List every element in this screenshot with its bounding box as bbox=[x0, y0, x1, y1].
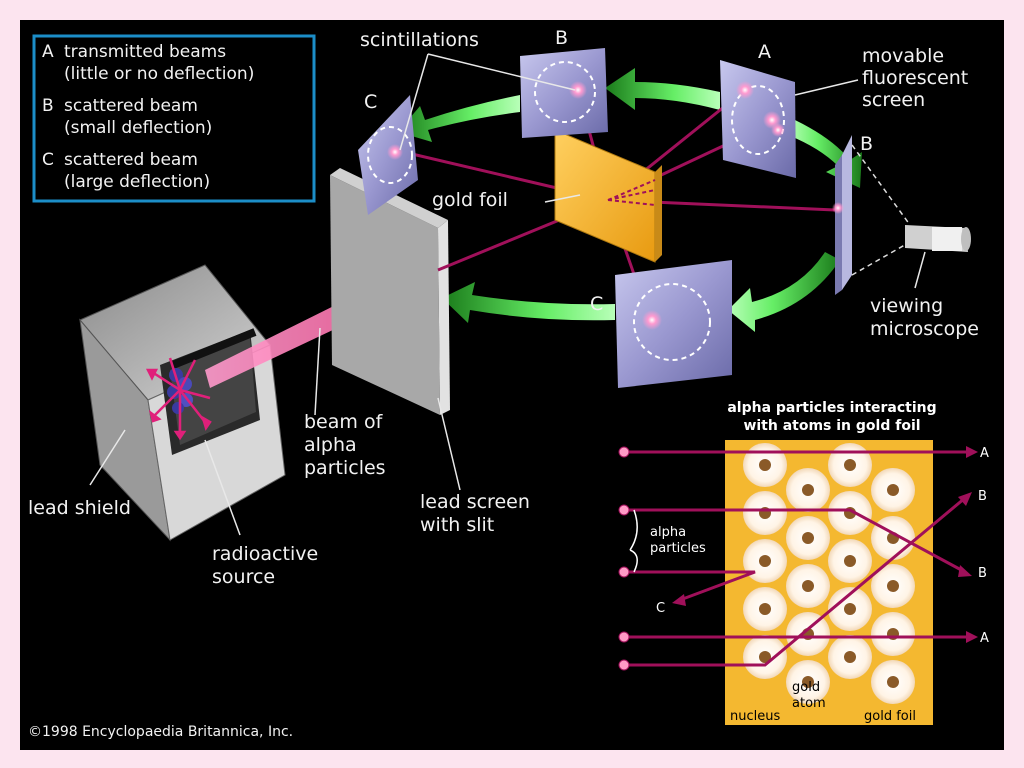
inset-out-c: C bbox=[656, 601, 665, 616]
rutherford-diagram: A transmitted beams (little or no deflec… bbox=[28, 27, 989, 740]
label-viewing-1: viewing bbox=[870, 295, 943, 317]
inset-out-a2: A bbox=[980, 631, 989, 646]
legend-c-line1: scattered beam bbox=[64, 150, 198, 170]
legend-box: A transmitted beams (little or no deflec… bbox=[32, 34, 316, 203]
label-beam-1: beam of bbox=[304, 411, 384, 433]
label-screen-c-bottom: C bbox=[590, 293, 603, 315]
legend-a-line2: (little or no deflection) bbox=[64, 64, 254, 84]
gold-nucleus bbox=[844, 603, 856, 615]
copyright: ©1998 Encyclopaedia Britannica, Inc. bbox=[28, 724, 293, 740]
inset-out-b2: B bbox=[978, 566, 987, 581]
gold-nucleus bbox=[802, 532, 814, 544]
label-screen-b-right: B bbox=[860, 133, 873, 155]
gold-nucleus bbox=[802, 676, 814, 688]
label-movable-2: fluorescent bbox=[862, 67, 968, 89]
gold-nucleus bbox=[759, 459, 771, 471]
inset-alpha-2: particles bbox=[650, 541, 706, 556]
radioactive-source bbox=[145, 357, 212, 441]
arrow-bottom-right bbox=[728, 252, 840, 332]
label-screen-a: A bbox=[758, 41, 771, 63]
inset-alpha-dots bbox=[618, 446, 630, 671]
arrow-bottom-left bbox=[442, 282, 615, 323]
gold-nucleus bbox=[887, 484, 899, 496]
label-movable-1: movable bbox=[862, 45, 944, 67]
label-beam-2: alpha bbox=[304, 434, 357, 456]
label-lead-screen-1: lead screen bbox=[420, 491, 530, 513]
inset-alpha-1: alpha bbox=[650, 525, 686, 540]
gold-nucleus bbox=[802, 484, 814, 496]
gold-nucleus bbox=[759, 603, 771, 615]
label-movable-3: screen bbox=[862, 89, 925, 111]
gold-nucleus bbox=[844, 651, 856, 663]
screen-a bbox=[720, 60, 796, 178]
inset-gold-atom-2: atom bbox=[792, 696, 826, 711]
gold-nucleus bbox=[887, 676, 899, 688]
label-lead-shield: lead shield bbox=[28, 497, 131, 519]
gold-nucleus bbox=[887, 580, 899, 592]
inset-atoms-diagram: alpha particles interacting with atoms i… bbox=[618, 400, 989, 725]
gold-foil bbox=[554, 129, 662, 263]
screen-c-left bbox=[358, 95, 418, 215]
gold-atoms bbox=[743, 443, 915, 704]
legend-letter-a: A bbox=[42, 42, 54, 62]
screen-c-bottom bbox=[615, 260, 732, 388]
legend-a-line1: transmitted beams bbox=[64, 42, 226, 62]
label-lead-screen-2: with slit bbox=[420, 514, 494, 536]
inset-gold-foil-label: gold foil bbox=[864, 709, 916, 724]
inset-nucleus: nucleus bbox=[730, 709, 780, 724]
gold-nucleus bbox=[759, 651, 771, 663]
label-radioactive-2: source bbox=[212, 566, 275, 588]
inset-paths bbox=[624, 450, 970, 667]
label-gold-foil: gold foil bbox=[432, 189, 508, 211]
viewing-microscope bbox=[851, 144, 971, 276]
screen-b-top bbox=[520, 48, 608, 138]
label-radioactive-1: radioactive bbox=[212, 543, 318, 565]
label-beam-3: particles bbox=[304, 457, 386, 479]
alpha-brace bbox=[629, 509, 638, 573]
screen-b-right bbox=[832, 135, 852, 295]
gold-nucleus bbox=[759, 555, 771, 567]
legend-b-line2: (small deflection) bbox=[64, 118, 212, 138]
gold-nucleus bbox=[802, 580, 814, 592]
lead-screen bbox=[330, 168, 450, 415]
inset-out-b1: B bbox=[978, 489, 987, 504]
arrow-top-left bbox=[398, 95, 520, 142]
diagram-canvas: A transmitted beams (little or no deflec… bbox=[20, 20, 1004, 750]
label-screen-c-left: C bbox=[364, 91, 377, 113]
legend-letter-c: C bbox=[42, 150, 54, 170]
legend-b-line1: scattered beam bbox=[64, 96, 198, 116]
gold-nucleus bbox=[844, 555, 856, 567]
gold-nucleus bbox=[844, 459, 856, 471]
label-viewing-2: microscope bbox=[870, 318, 979, 340]
inset-out-a1: A bbox=[980, 446, 989, 461]
label-screen-b-top: B bbox=[555, 27, 568, 49]
inset-gold-atom-1: gold bbox=[792, 680, 820, 695]
inset-arrowheads bbox=[672, 446, 978, 643]
inset-title-2: with atoms in gold foil bbox=[743, 418, 920, 434]
arrow-top-right bbox=[605, 68, 720, 110]
legend-c-line2: (large deflection) bbox=[64, 172, 210, 192]
label-scintillations: scintillations bbox=[360, 29, 479, 51]
rotation-arrows bbox=[398, 68, 862, 332]
leader-lines bbox=[89, 53, 926, 536]
inset-title-1: alpha particles interacting bbox=[727, 400, 936, 416]
legend-letter-b: B bbox=[42, 96, 54, 116]
